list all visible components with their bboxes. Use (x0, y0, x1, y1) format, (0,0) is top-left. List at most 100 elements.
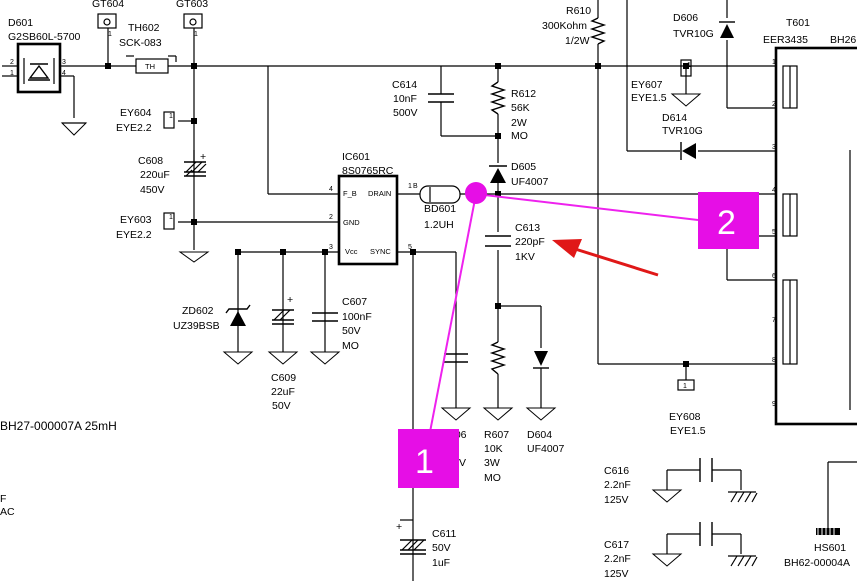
ic601-pin-sync: SYNC (370, 247, 391, 256)
c611-voltage: 50V (432, 542, 451, 554)
pin-number: 2 (329, 214, 333, 221)
r610-resistor (589, 17, 607, 45)
zd602-part: UZ39BSB (173, 320, 220, 332)
d601-ref: D601 (8, 17, 33, 29)
marker-badge-2 (698, 192, 759, 249)
red-arrow-head (552, 239, 582, 258)
bd601-value: 1.2UH (424, 219, 454, 231)
annotation-overlay: 1 2 (398, 182, 759, 488)
pin-number: 3 (772, 144, 776, 151)
left-edge-label-1: F (0, 493, 6, 505)
r610-ref: R610 (566, 5, 591, 17)
c608-ref: C608 (138, 155, 163, 167)
pin-number: 1 (683, 383, 687, 390)
c617-capacitor (699, 522, 713, 546)
ey603-eyelet (163, 212, 175, 230)
pin-number: 1 (10, 70, 14, 77)
gt603-terminal (183, 13, 203, 29)
ic601-pin-fb: F_B (343, 189, 357, 198)
ic601-chip (337, 174, 399, 266)
t601-code: BH26 (830, 34, 856, 46)
c617-value: 2.2nF (604, 553, 631, 565)
pin-number: 1 (108, 31, 112, 38)
pin-number: 2 (772, 101, 776, 108)
pin-number: 4 (772, 187, 776, 194)
c608-value: 220uF (140, 169, 170, 181)
chassis-grounds (728, 491, 758, 567)
c607-capacitor (312, 312, 338, 322)
r607-resistor (489, 341, 507, 375)
c609-ref: C609 (271, 372, 296, 384)
c614-voltage: 500V (393, 107, 418, 119)
c607-value: 100nF (342, 311, 372, 323)
d606-ref: D606 (673, 12, 698, 24)
d601-bridge-rectifier (16, 42, 62, 94)
ey604-ref: EY604 (120, 107, 152, 119)
gt604-ref: GT604 (92, 0, 124, 10)
c611-capacitor: + (396, 521, 426, 555)
ic601-part: 8S0765RC (342, 165, 394, 177)
ey607-eyelet (680, 59, 692, 77)
d605-ref: D605 (511, 161, 536, 173)
pin-number: 3 (62, 59, 66, 66)
c607-ref: C607 (342, 296, 367, 308)
th602-thermistor (126, 55, 177, 74)
t601-part: EER3435 (763, 34, 808, 46)
marker-line-1 (429, 193, 477, 433)
d606-part: TVR10G (673, 28, 714, 40)
coil-note: BH27-000007A 25mH (0, 419, 117, 433)
c609-voltage: 50V (272, 400, 291, 412)
ey604-part: EYE2.2 (116, 122, 152, 134)
ground-symbols (60, 93, 702, 567)
c616-voltage: 125V (604, 494, 629, 506)
junction-dots (105, 63, 689, 367)
marker-badge-1-label: 1 (415, 443, 434, 481)
c608-voltage: 450V (140, 184, 165, 196)
pin-number: 2 (10, 59, 14, 66)
c613-ref: C613 (515, 222, 540, 234)
r607-power: 3W (484, 457, 500, 469)
c613-voltage: 1KV (515, 251, 535, 263)
t601-transformer (774, 46, 857, 426)
ic601-ref: IC601 (342, 151, 370, 163)
r607-type: MO (484, 472, 501, 484)
c617-ref: C617 (604, 539, 629, 551)
d605-part: UF4007 (511, 176, 549, 188)
pin-number: 4 (62, 70, 66, 77)
r612-value: 56K (511, 102, 530, 114)
ey603-part: EYE2.2 (116, 229, 152, 241)
hs601-part: BH62-00004A (784, 557, 850, 569)
d606-diode (719, 21, 735, 38)
d614-part: TVR10G (662, 125, 703, 137)
c616-value: 2.2nF (604, 479, 631, 491)
ey607-ref: EY607 (631, 79, 663, 91)
c614-value: 10nF (393, 93, 417, 105)
r610-value: 300Kohm (542, 20, 587, 32)
th602-part: SCK-083 (119, 37, 162, 49)
zd602-ref: ZD602 (182, 305, 214, 317)
c617-voltage: 125V (604, 568, 629, 580)
ey608-eyelet (677, 379, 695, 391)
d604-part: UF4007 (527, 443, 565, 455)
ey604-eyelet (163, 111, 175, 129)
left-edge-label-2: AC (0, 506, 15, 518)
c609-capacitor: + (272, 294, 294, 325)
marker-line-2 (475, 193, 699, 221)
r610-power: 1/2W (565, 35, 590, 47)
pin-number: 6 (772, 273, 776, 280)
c614-capacitor (428, 88, 454, 108)
pin-number: 1 (772, 59, 776, 66)
pin-number: 5 (772, 229, 776, 236)
c611-value: 1uF (432, 557, 450, 569)
pin-number: 5 (408, 244, 412, 251)
pin-number: 1 (169, 113, 173, 120)
th602-ref: TH602 (128, 22, 160, 34)
c607-type: MO (342, 340, 359, 352)
d601-part: G2SB60L-5700 (8, 31, 81, 43)
d614-diode (680, 142, 696, 160)
pin-number: 7 (772, 317, 776, 324)
c606-voltage: V (459, 457, 466, 469)
bd601-bead (419, 185, 461, 204)
